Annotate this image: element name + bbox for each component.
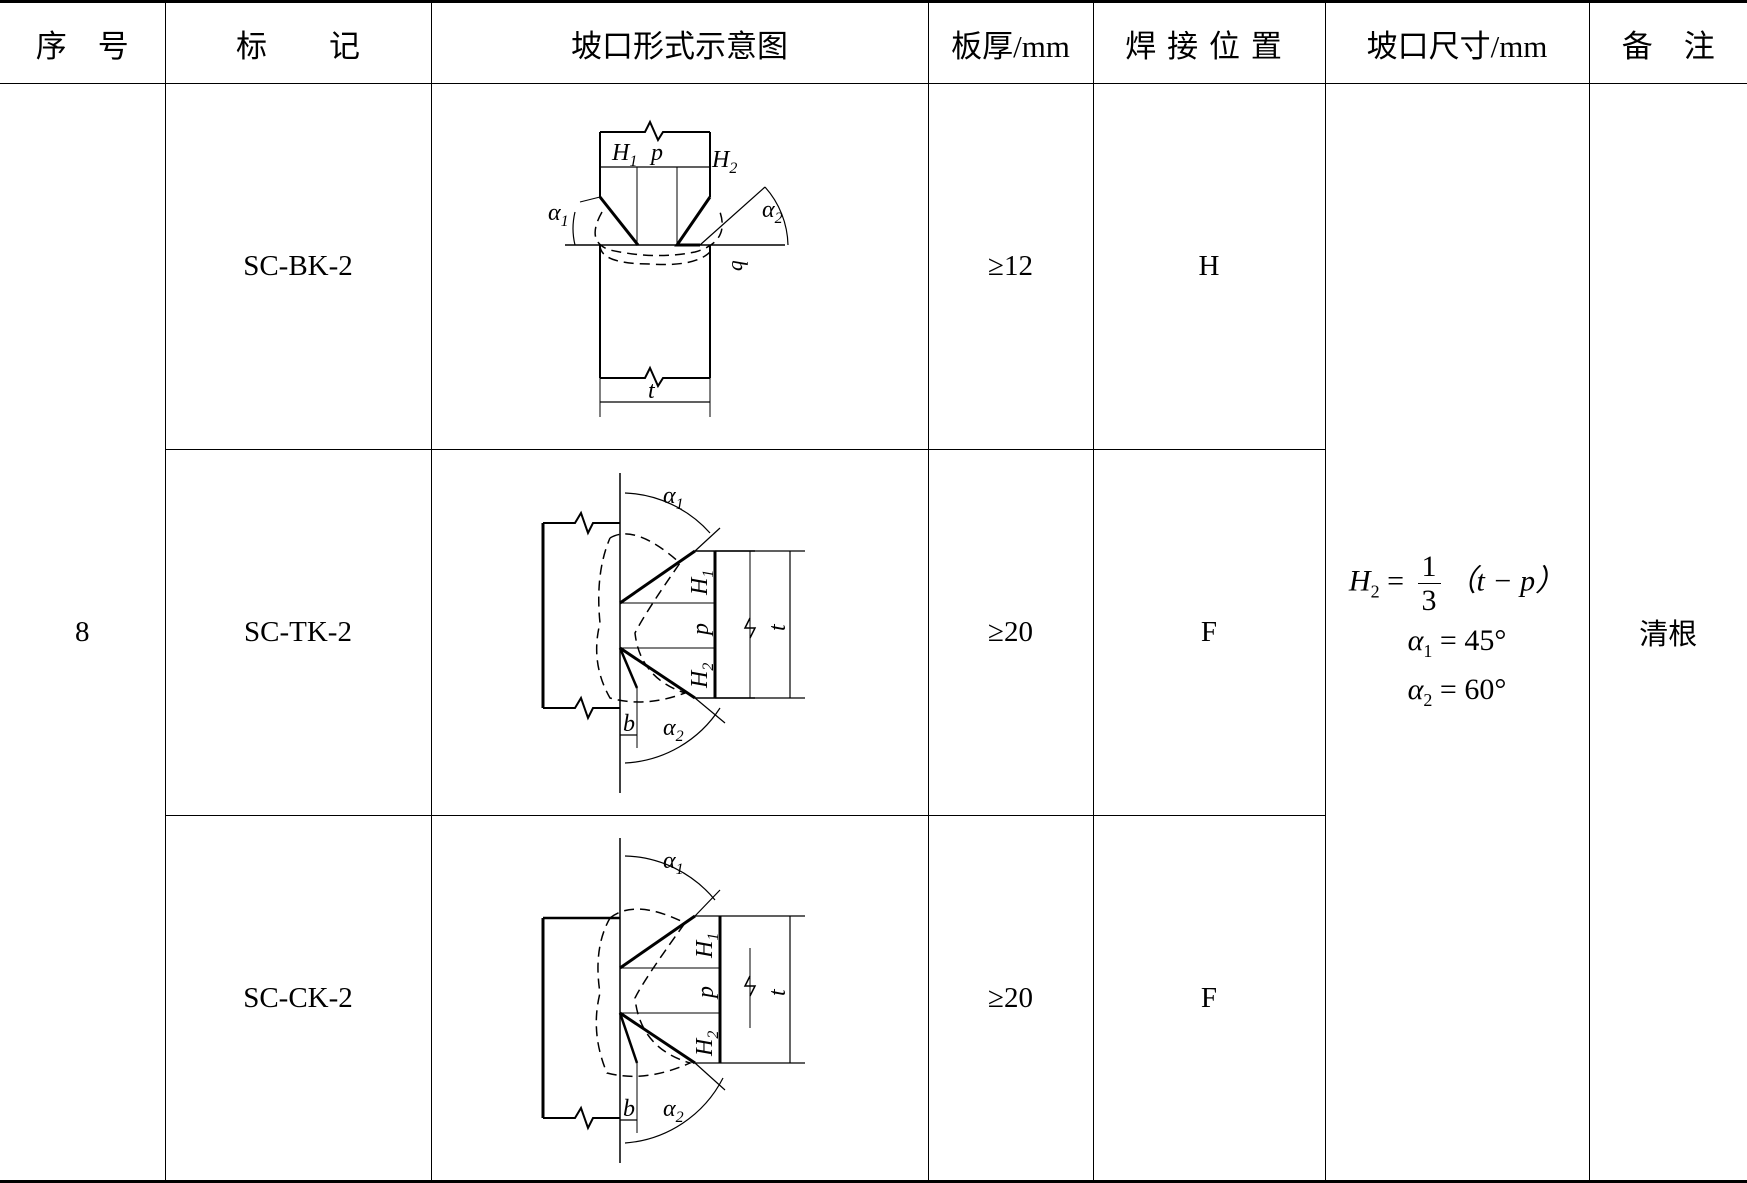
diagram-cell-bk: H1 p H2 α1 α2 b t: [430, 83, 929, 450]
label-t: t: [765, 988, 791, 996]
thickness-cell: ≥20: [927, 815, 1094, 1183]
groove-diagram-tk: α1 α2 b H1 p H2 t: [541, 472, 805, 793]
label-h2: H2: [687, 662, 717, 688]
diagram-cell-tk: α1 α2 b H1 p H2 t: [430, 449, 929, 816]
mark-cell: SC-BK-2: [164, 83, 432, 450]
label-p: p: [688, 623, 714, 637]
thickness-cell: ≥12: [927, 83, 1094, 450]
thickness-cell: ≥20: [927, 449, 1094, 816]
header-row: 序 号 标 记 坡口形式示意图 板厚/mm 焊接位置 坡口尺寸/mm 备 注: [0, 0, 1747, 84]
label-b: b: [623, 1096, 635, 1122]
label-alpha1: α1: [548, 200, 569, 230]
label-b: b: [623, 711, 635, 737]
position-cell: F: [1092, 449, 1325, 816]
table-row: SC-TK-2: [0, 449, 1747, 816]
label-b: b: [727, 260, 752, 271]
group-number: 8: [0, 83, 166, 1183]
groove-diagram-ck: α1 α2 b H1 p H2 t: [541, 838, 805, 1163]
label-alpha2: α2: [663, 1096, 684, 1126]
header-remark: 备 注: [1588, 0, 1747, 84]
label-t: t: [765, 623, 791, 631]
mark-cell: SC-TK-2: [165, 449, 432, 816]
label-alpha1: α1: [663, 848, 684, 878]
formula-alpha1: α1 = 45°: [1407, 623, 1507, 661]
label-p: p: [649, 140, 663, 166]
header-position: 焊接位置: [1092, 0, 1326, 84]
table-row: SC-CK-2: [0, 815, 1747, 1183]
label-p: p: [693, 986, 719, 1000]
diagram-cell-ck: α1 α2 b H1 p H2 t: [430, 815, 929, 1183]
label-h1: H1: [611, 140, 637, 170]
mark-cell: SC-CK-2: [165, 815, 432, 1183]
label-h1: H1: [692, 933, 722, 959]
label-alpha1: α1: [663, 483, 684, 513]
position-cell: H: [1092, 83, 1326, 450]
header-dimension: 坡口尺寸/mm: [1324, 0, 1590, 84]
label-alpha2: α2: [762, 197, 783, 227]
label-alpha2: α2: [663, 715, 684, 745]
label-h2: H2: [692, 1031, 722, 1057]
label-h2: H2: [711, 147, 737, 177]
header-thickness: 板厚/mm: [927, 0, 1094, 84]
position-cell: F: [1092, 815, 1325, 1183]
header-mark: 标 记: [164, 0, 432, 84]
header-diagram: 坡口形式示意图: [430, 0, 929, 84]
header-no: 序 号: [0, 0, 166, 84]
groove-diagram-bk: H1 p H2 α1 α2 b t: [548, 119, 789, 417]
label-h1: H1: [687, 569, 717, 595]
remark-cell: 清根: [1588, 83, 1747, 1183]
table-row: 8 SC-BK-2: [0, 83, 1747, 1183]
label-t: t: [648, 378, 656, 404]
formula-alpha2: α2 = 60°: [1407, 672, 1507, 710]
